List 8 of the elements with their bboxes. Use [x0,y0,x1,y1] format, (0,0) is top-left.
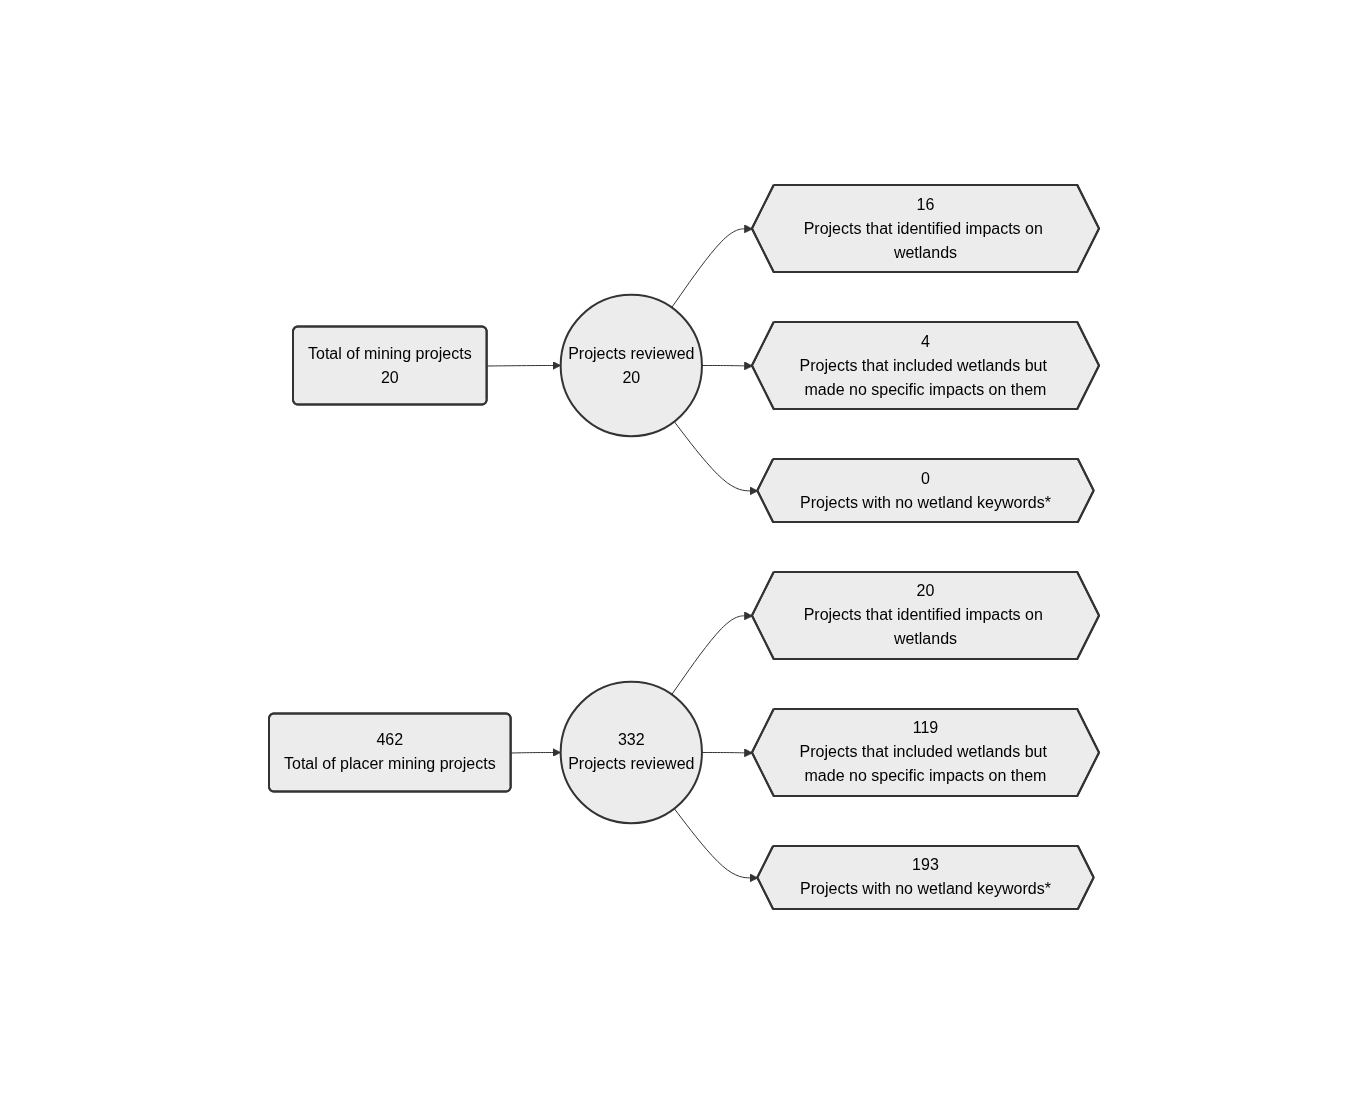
arrow [511,748,562,757]
arrow [487,361,562,370]
arrow [674,808,759,883]
arrow [671,611,754,696]
arrow [671,224,754,309]
arrow [674,421,759,496]
node-circle: Projects reviewed 20 [560,293,704,438]
node-circle: 332 Projects reviewed [560,680,704,825]
